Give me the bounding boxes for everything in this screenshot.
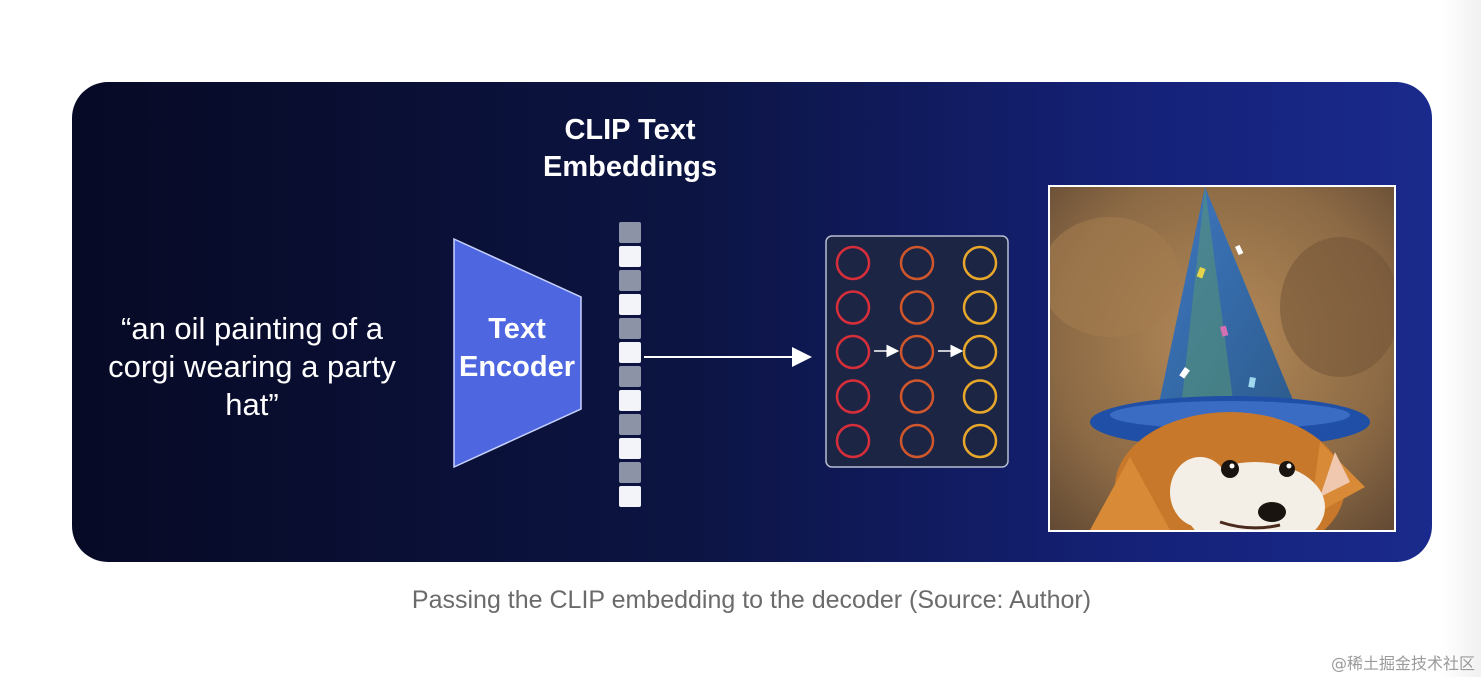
embedding-cell [619,222,641,243]
embedding-vector [619,222,641,507]
embedding-cell [619,438,641,459]
embedding-cell [619,270,641,291]
embedding-cell [619,342,641,363]
watermark-text: @稀土掘金技术社区 [1331,650,1475,674]
embeddings-title: CLIP Text Embeddings [520,112,740,186]
embedding-cell [619,390,641,411]
corgi-party-hat-painting-icon [1050,187,1394,530]
embedding-cell [619,414,641,435]
embedding-cell [619,246,641,267]
embedding-cell [619,462,641,483]
embedding-cell [619,318,641,339]
embedding-cell [619,486,641,507]
page-edge-shade [1441,0,1481,677]
diagram-panel: “an oil painting of a corgi wearing a pa… [72,82,1432,562]
decoder-box [826,236,1008,467]
figure-caption: Passing the CLIP embedding to the decode… [0,586,1481,615]
embedding-cell [619,294,641,315]
generated-corgi-image [1048,185,1396,532]
prompt-text: “an oil painting of a corgi wearing a pa… [102,310,402,424]
text-encoder-label: Text Encoder [453,310,581,386]
embedding-cell [619,366,641,387]
